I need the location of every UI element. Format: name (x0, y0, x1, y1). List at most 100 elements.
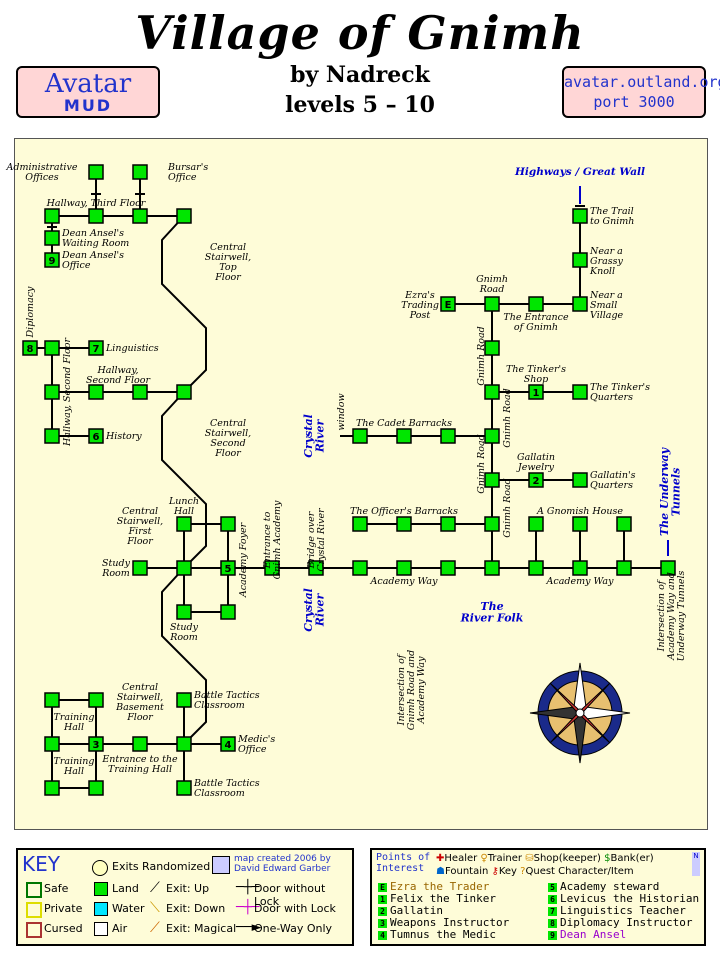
exit-down-icon: ⟍ (150, 900, 160, 916)
poi-name: Gallatin (390, 904, 443, 917)
key-land: Land (112, 882, 139, 895)
room-battle2 (176, 780, 192, 796)
poi-bank: Bank(er) (610, 853, 654, 864)
bank-icon: $ (604, 853, 611, 864)
poi-name: Felix the Tinker (390, 892, 496, 905)
room-square (44, 736, 60, 752)
room-square (484, 340, 500, 356)
room-square (484, 472, 500, 488)
room-square (88, 428, 104, 444)
room-square (484, 560, 500, 576)
room-cad3 (440, 428, 456, 444)
poi-name: Diplomacy Instructor (560, 916, 693, 929)
room-square (88, 736, 104, 752)
poi-trainer: Trainer (487, 853, 523, 864)
host-port: port 3000 (593, 93, 675, 111)
north-icon: N (692, 852, 700, 876)
poi-name: Linguistics Teacher (560, 904, 686, 917)
key-title: KEY (22, 852, 60, 876)
stairwell-link (161, 215, 207, 393)
room-aw4 (528, 560, 544, 576)
key-private: Private (44, 902, 83, 915)
poi-name: Academy steward (560, 880, 660, 893)
room-tun (660, 560, 676, 576)
room-square (88, 164, 104, 180)
room-inter (484, 560, 500, 576)
room-aw6 (616, 560, 632, 576)
room-h3b (88, 208, 104, 224)
mud-name-banner: Avatar MUD (16, 66, 160, 118)
key-cursed: Cursed (44, 922, 83, 935)
air-swatch-icon (94, 922, 108, 936)
label-underway: The UnderwayTunnels (658, 446, 683, 536)
poi-name: Weapons Instructor (390, 916, 510, 929)
label-gnimh_road_v3: Gnimh Road (476, 434, 487, 494)
room-square (44, 252, 60, 268)
room-ezra: E (440, 296, 456, 312)
room-h3c (132, 208, 148, 224)
room-square (572, 516, 588, 532)
room-tr4 (44, 780, 60, 796)
room-number: 9 (49, 256, 56, 267)
room-square (88, 384, 104, 400)
poi-title: Points of Interest (376, 852, 430, 874)
room-number: 2 (533, 476, 540, 487)
room-h2d (176, 384, 192, 400)
room-basC (176, 736, 192, 752)
room-square (352, 516, 368, 532)
room-number: 5 (225, 564, 232, 575)
private-swatch-icon (26, 902, 42, 918)
room-square (484, 428, 500, 444)
poi-number: 1 (378, 895, 387, 904)
label-officer: The Officer's Barracks (350, 506, 458, 517)
room-square (528, 516, 544, 532)
label-intersect_tunnels: Intersection ofAcademy Way andUnderway T… (656, 570, 687, 661)
room-tr2 (132, 736, 148, 752)
door-lock-icon: ─┼─ (236, 900, 260, 915)
room-square (132, 560, 148, 576)
room-number: 1 (533, 388, 540, 399)
room-square (396, 428, 412, 444)
label-academy_way2: Academy Way (546, 576, 615, 587)
poi-number: 2 (378, 907, 387, 916)
room-admin (88, 164, 104, 180)
room-square (660, 560, 676, 576)
room-square (220, 560, 236, 576)
room-square (572, 252, 588, 268)
room-bursar (132, 164, 148, 180)
room-trail (572, 208, 588, 224)
key-air: Air (112, 922, 128, 935)
room-square (176, 780, 192, 796)
poi-fountain: Fountain (444, 866, 489, 877)
room-square (176, 384, 192, 400)
level-range: levels 5 – 10 (285, 92, 435, 118)
room-square (396, 560, 412, 576)
room-square (88, 692, 104, 708)
room-square (616, 560, 632, 576)
room-gh3 (616, 516, 632, 532)
stairwell-link (161, 567, 207, 745)
room-study2e (220, 604, 236, 620)
room-knoll (572, 252, 588, 268)
room-dean: 9 (44, 252, 60, 268)
room-square (132, 164, 148, 180)
compass-rose-icon (529, 662, 631, 764)
poi-number: 8 (548, 919, 557, 928)
author-line: by Nadreck (290, 62, 430, 88)
label-linguistics: Linguistics (105, 343, 159, 354)
room-bas2 (88, 692, 104, 708)
